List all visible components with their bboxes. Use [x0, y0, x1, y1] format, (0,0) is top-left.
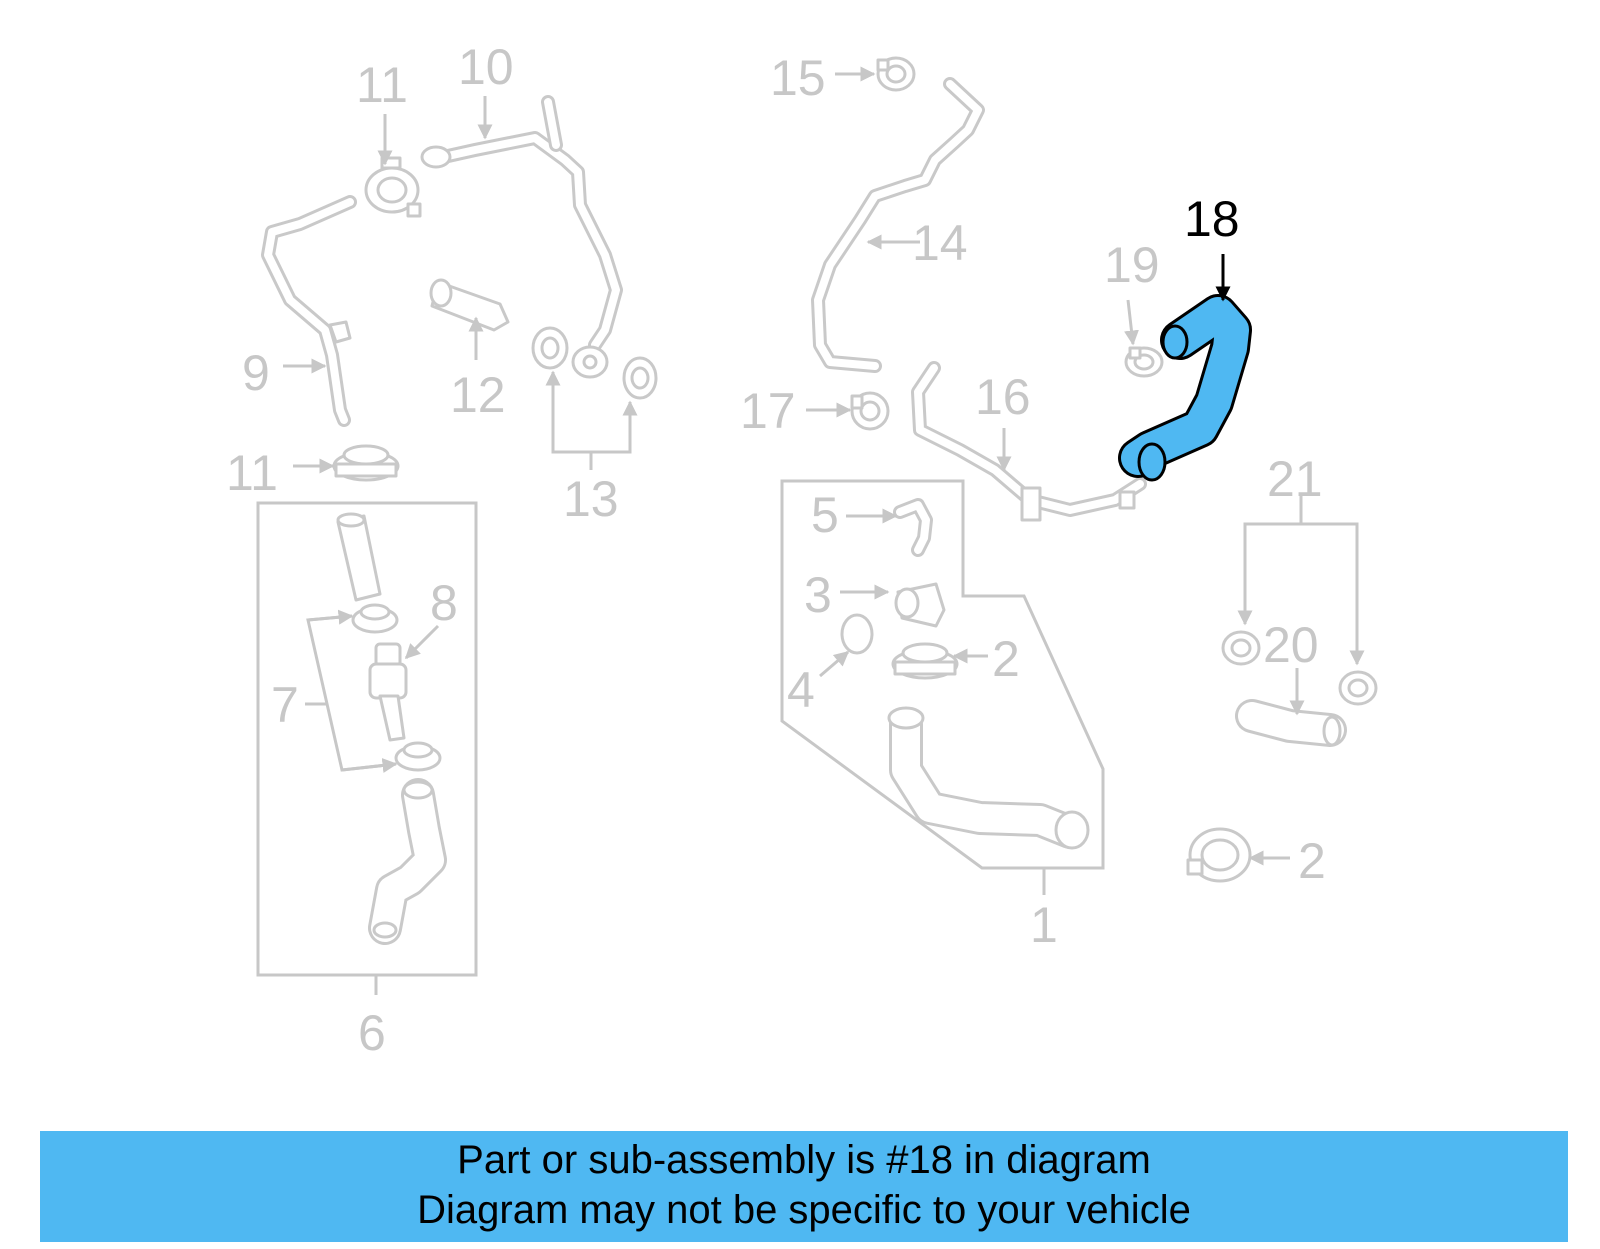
part-4-oring [840, 613, 874, 655]
part-7-clamp-upper [351, 603, 399, 634]
callout-7: 7 [271, 677, 299, 733]
part-6-lower-hose [368, 778, 447, 945]
part-16-pipe [911, 361, 1147, 522]
callout-8: 8 [430, 575, 458, 631]
callout-2-right: 2 [1298, 833, 1326, 889]
part-2-clamp-box [891, 642, 959, 680]
callout-15: 15 [770, 50, 826, 106]
part-6-upper-pipe [336, 512, 382, 602]
part-12-connector [429, 278, 510, 332]
callout-5: 5 [811, 487, 839, 543]
part-21-clamp-left [1221, 630, 1261, 666]
part-8-valve [368, 642, 408, 742]
callout-11-upper: 11 [356, 57, 408, 113]
subassembly-box-6 [256, 501, 478, 977]
banner-line-2: Diagram may not be specific to your vehi… [417, 1188, 1191, 1232]
subassembly-box-1 [780, 479, 1105, 870]
callout-3: 3 [804, 567, 832, 623]
part-20-hose [1235, 699, 1347, 747]
callout-9: 9 [242, 345, 270, 401]
part-15-clamp [876, 56, 916, 92]
callout-16: 16 [975, 369, 1031, 425]
callout-13: 13 [563, 471, 619, 527]
callout-21: 21 [1267, 451, 1323, 507]
callout-18: 18 [1184, 191, 1240, 247]
part-21-clamp-right [1338, 670, 1378, 706]
part-9-pipe [261, 195, 357, 427]
part-3-fitting [894, 582, 946, 628]
part-10-pipe [420, 95, 623, 379]
part-7-clamp-lower [394, 741, 442, 772]
part-18-hose-highlighted [1118, 294, 1252, 482]
part-1-hose [887, 706, 1090, 850]
banner-line-1: Part or sub-assembly is #18 in diagram [457, 1138, 1151, 1182]
part-17-clamp [850, 391, 890, 431]
part-11-clamp-lower [332, 444, 400, 482]
part-14-pipe [811, 77, 985, 373]
callout-1: 1 [1030, 897, 1058, 953]
callout-12: 12 [450, 367, 506, 423]
callout-19: 19 [1104, 237, 1160, 293]
callout-14: 14 [912, 215, 968, 271]
callout-20: 20 [1263, 617, 1319, 673]
callout-6: 6 [358, 1005, 386, 1061]
leader-lines [283, 66, 1365, 995]
callout-11-lower: 11 [226, 445, 278, 501]
part-13-orings [531, 326, 658, 400]
callout-10: 10 [458, 39, 514, 95]
callout-2-box: 2 [992, 631, 1020, 687]
info-banner: Part or sub-assembly is #18 in diagram D… [40, 1131, 1568, 1242]
callout-17: 17 [740, 383, 796, 439]
part-19-clamp [1124, 346, 1164, 378]
callout-4: 4 [787, 662, 815, 718]
part-2-clamp-right [1186, 827, 1252, 883]
part-11-clamp-upper [364, 156, 422, 218]
part-5-hose-clip [893, 498, 933, 557]
